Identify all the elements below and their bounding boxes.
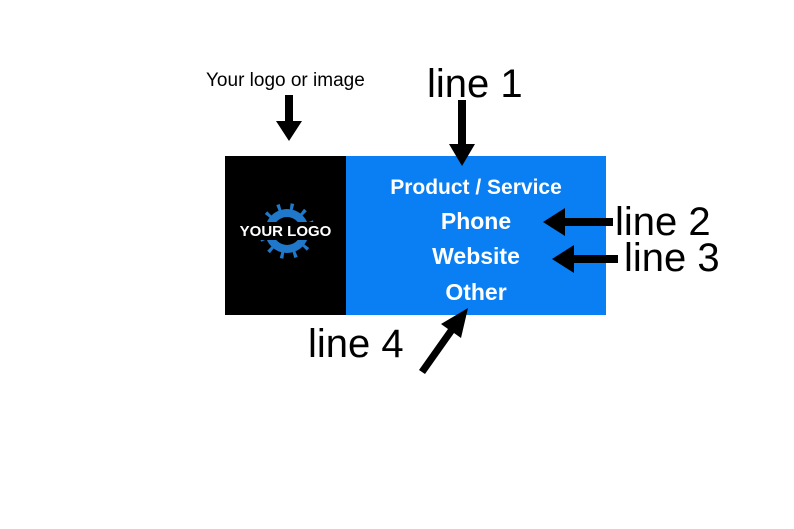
text-panel: Product / Service Phone Website Other	[346, 156, 606, 315]
sign-preview: YOUR LOGO Product / Service Phone Websit…	[225, 156, 606, 315]
sign-line-3: Website	[432, 243, 520, 269]
sign-line-1: Product / Service	[390, 176, 562, 199]
line2-left-arrow-icon	[543, 208, 613, 236]
sign-line-2: Phone	[440, 208, 512, 234]
arrow-shape	[449, 100, 475, 166]
label-line-3: line 3	[624, 236, 720, 280]
arrow-shape	[552, 245, 618, 273]
label-line-2: line 2	[615, 200, 711, 244]
line4-diagonal-arrow-icon	[419, 308, 468, 374]
gear-icon	[255, 203, 319, 259]
gear-text-band	[255, 222, 319, 240]
logo-caption: Your logo or image	[206, 70, 365, 91]
logo-text: YOUR LOGO	[239, 223, 332, 240]
logo-down-arrow-icon	[276, 95, 302, 141]
label-line-1: line 1	[427, 62, 523, 106]
line3-left-arrow-icon	[552, 245, 618, 273]
arrow-shape	[543, 208, 613, 236]
arrow-shape	[419, 308, 468, 374]
sign-line-4: Other	[445, 279, 507, 305]
gear-ring	[259, 203, 315, 259]
label-line-4: line 4	[308, 322, 404, 366]
logo-panel: YOUR LOGO	[225, 156, 346, 315]
line1-down-arrow-icon	[449, 100, 475, 166]
arrow-shape	[276, 95, 302, 141]
